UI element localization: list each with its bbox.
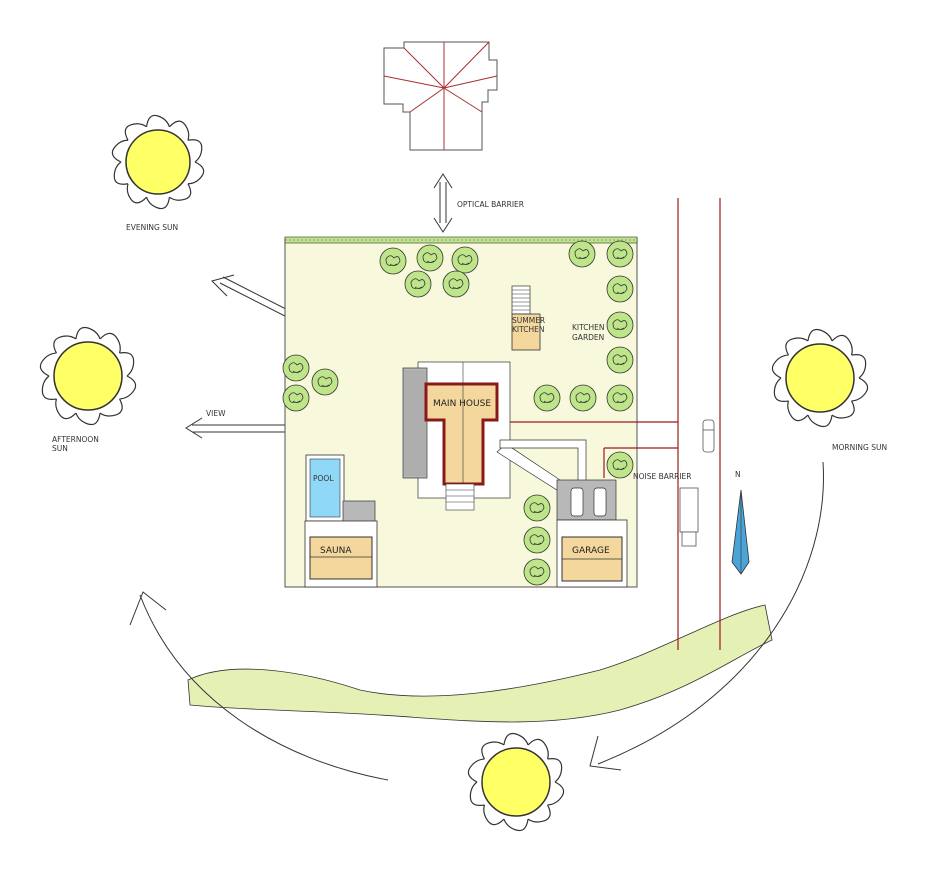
garage-label: GARAGE — [572, 546, 610, 556]
tree — [442, 270, 470, 298]
afternoon-sun-label-line2: SUN — [52, 444, 68, 453]
tree — [533, 384, 561, 412]
tree — [404, 270, 432, 298]
main-house — [402, 361, 511, 511]
sun-disc — [481, 747, 551, 817]
tree — [606, 240, 634, 268]
sun-rays — [771, 328, 869, 428]
sun-path-arc-east — [597, 461, 824, 765]
sun-rays — [467, 732, 565, 832]
tree — [416, 244, 444, 272]
tree — [606, 311, 634, 339]
meadow-strip — [187, 604, 773, 723]
afternoon-sun-label-line1: AFTERNOON — [52, 435, 99, 444]
tree — [451, 246, 479, 274]
evening-sun-label: EVENING SUN — [126, 223, 178, 232]
tree — [523, 558, 551, 586]
noise-barrier-label: NOISE BARRIER — [633, 472, 691, 481]
summer-kitchen — [511, 285, 541, 351]
hedge-north — [284, 236, 638, 244]
tree — [569, 384, 597, 412]
morning-sun — [771, 328, 869, 428]
optical-barrier-label: OPTICAL BARRIER — [457, 200, 524, 209]
evening-sun — [111, 114, 205, 210]
sun-disc — [125, 129, 191, 195]
sauna-label: SAUNA — [320, 546, 352, 556]
tree — [606, 384, 634, 412]
tree — [282, 354, 310, 382]
pool-label: POOL — [313, 474, 334, 483]
road-lines — [500, 198, 721, 650]
sun-rays — [39, 326, 137, 426]
truck-on-road — [679, 487, 699, 547]
main-house-label: MAIN HOUSE — [433, 399, 491, 409]
tree — [282, 384, 310, 412]
sun-disc — [53, 341, 123, 411]
trees — [282, 240, 634, 586]
sun-path-arrowhead-west — [129, 591, 167, 626]
afternoon-sun — [39, 326, 137, 426]
noon-sun — [467, 732, 565, 832]
tree — [606, 346, 634, 374]
sun-path-arc-west — [139, 594, 389, 781]
tree — [606, 275, 634, 303]
tree — [523, 494, 551, 522]
optical-barrier-arrow — [433, 173, 453, 233]
north-label: N — [735, 470, 741, 479]
tree — [606, 451, 634, 479]
sun-disc — [785, 343, 855, 413]
kitchen-garden-label-line1: KITCHEN — [572, 323, 605, 332]
tree — [379, 247, 407, 275]
sauna — [304, 500, 378, 588]
summer-kitchen-label-line2: KITCHEN — [512, 325, 545, 334]
tree — [568, 240, 596, 268]
garage — [556, 479, 628, 588]
view-label: VIEW — [206, 409, 226, 418]
neighbour-roof-plan — [383, 41, 498, 151]
kitchen-garden-label-line2: GARDEN — [572, 333, 604, 342]
tree — [311, 368, 339, 396]
sun-path-arrowhead-east — [589, 735, 622, 771]
north-arrow — [731, 489, 750, 575]
sun-rays — [111, 114, 205, 210]
tree — [523, 526, 551, 554]
summer-kitchen-label-line1: SUMMER — [512, 316, 545, 325]
morning-sun-label: MORNING SUN — [832, 443, 887, 452]
car-on-road — [702, 419, 715, 453]
pool — [305, 454, 345, 522]
